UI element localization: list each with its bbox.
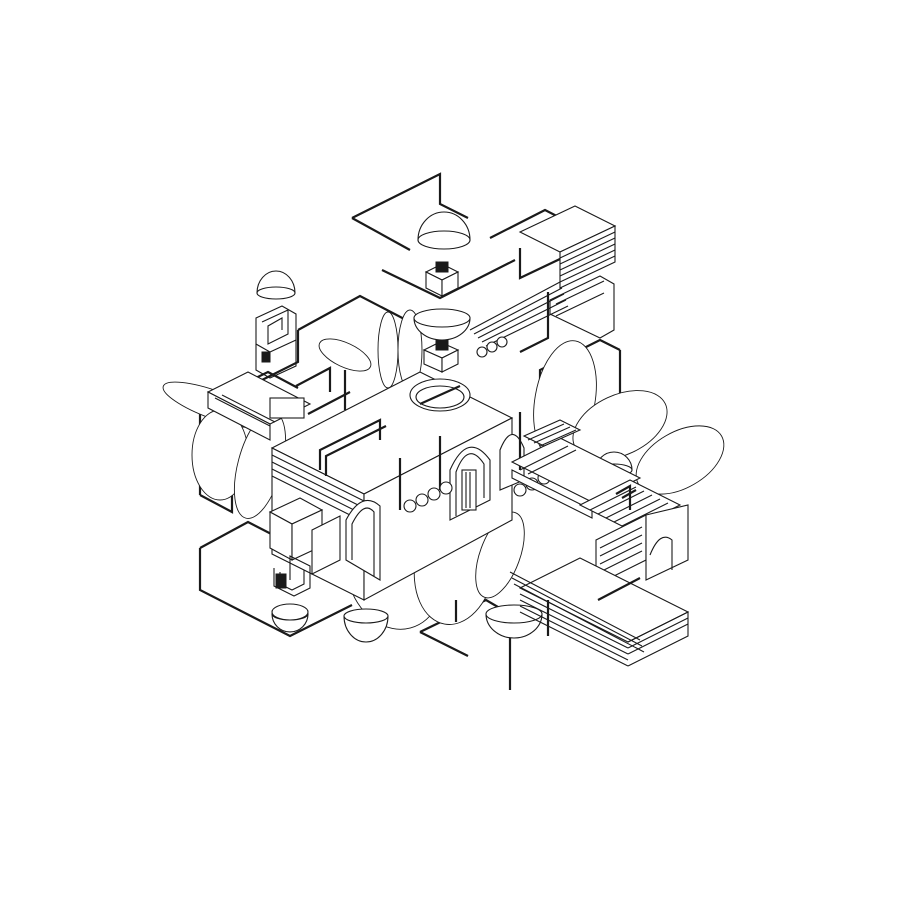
arch-center [449,446,491,521]
tower-top-small-2 [422,339,460,373]
tower-top-small-1 [424,261,460,297]
diagonal-beam-bottom [509,571,645,653]
maze-tower-top-left [255,305,297,379]
dome-top-left [256,270,296,300]
maze-tower-bottom-left [268,497,341,597]
dome-bottom-center [343,608,389,643]
porthole-row-center [403,481,453,513]
block-top-right [518,205,617,339]
slab-bottom-right [518,557,690,667]
platform-left [206,371,312,441]
petal-group-top-center [318,309,423,391]
dome-bottom-right [485,604,543,639]
arch-left [345,499,381,581]
bridge-right [510,437,642,519]
stair-right-of-center [522,419,582,447]
dome-top [417,211,471,250]
disk-bottom-left [271,603,309,621]
staircase-lower-right [578,479,689,586]
wire-frame-top [351,172,516,300]
connector-lines [295,292,641,622]
wire-frame-mid-left [249,294,411,387]
porthole-row-top [476,336,508,358]
dome-upper-mid [413,308,471,341]
